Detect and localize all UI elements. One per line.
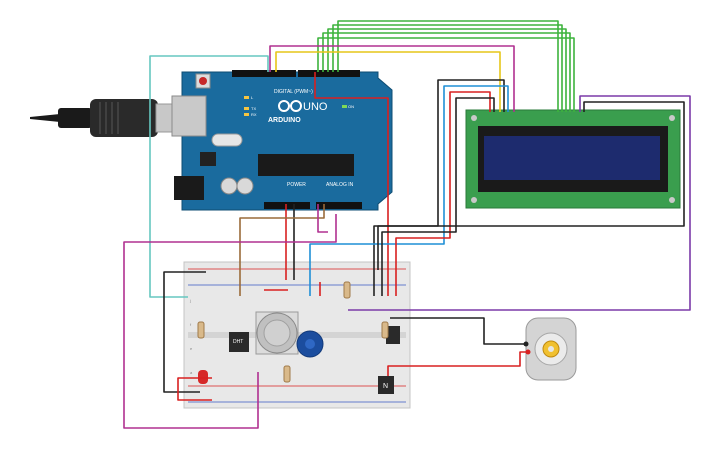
wire-red-left[interactable] xyxy=(177,377,212,401)
wire-green-1[interactable] xyxy=(317,37,575,112)
power-jack xyxy=(174,176,204,200)
atmega-chip xyxy=(258,154,354,176)
analog-header xyxy=(316,202,362,209)
tx-label: TX xyxy=(251,106,256,111)
row-letter-j: j xyxy=(189,298,191,303)
red-led[interactable] xyxy=(198,370,208,384)
arduino-model: UNO xyxy=(303,101,328,113)
wire-red-digital[interactable] xyxy=(314,72,389,296)
lcd-module[interactable] xyxy=(465,109,681,209)
wire-black-lcd-2[interactable] xyxy=(381,97,495,296)
resistor-1[interactable] xyxy=(197,321,205,339)
voltage-regulator xyxy=(200,152,216,166)
gas-sensor[interactable] xyxy=(255,311,299,355)
row-letter-f: f xyxy=(190,322,192,327)
led-tx xyxy=(244,107,249,110)
resistor-3[interactable] xyxy=(343,281,351,299)
transistor[interactable]: N xyxy=(378,376,394,394)
arduino-logo xyxy=(278,100,302,112)
usb-jack xyxy=(171,95,207,137)
wire-green-3[interactable] xyxy=(327,28,567,112)
wire-green-4[interactable] xyxy=(332,24,563,112)
dht-sensor[interactable]: DHT xyxy=(229,332,249,352)
led-l-label: L xyxy=(251,95,254,100)
row-letter-a: a xyxy=(190,370,193,375)
dht-label: DHT xyxy=(233,339,243,345)
reset-button-cap xyxy=(199,77,207,85)
analog-label: ANALOG IN xyxy=(326,182,354,188)
resistor-2[interactable] xyxy=(283,365,291,383)
wire-brown-analog[interactable] xyxy=(239,204,325,296)
led-rx xyxy=(244,113,249,116)
digital-header-left xyxy=(232,70,296,77)
lcd-screen xyxy=(484,136,660,180)
rx-label: RX xyxy=(251,112,257,117)
dc-motor[interactable] xyxy=(525,317,577,381)
wire-red-lcd[interactable] xyxy=(395,91,491,296)
resistor-4[interactable] xyxy=(381,321,389,339)
wire-cyan[interactable] xyxy=(149,55,269,298)
wire-magenta-loop[interactable] xyxy=(123,214,337,429)
wire-black-left[interactable] xyxy=(163,271,206,393)
resistors xyxy=(197,281,389,383)
led-on xyxy=(342,105,347,108)
wire-blue-lcd[interactable] xyxy=(309,85,509,296)
wire-magenta-top[interactable] xyxy=(269,45,515,112)
capacitor-1 xyxy=(220,177,238,195)
wire-yellow[interactable] xyxy=(275,51,501,112)
wires xyxy=(123,20,691,429)
wire-endpoints xyxy=(523,341,531,355)
usb-cable xyxy=(30,99,177,137)
arduino-brand: ARDUINO xyxy=(268,117,301,124)
crystal xyxy=(211,133,243,147)
digital-label: DIGITAL (PWM~) xyxy=(274,89,313,95)
arduino-uno-board[interactable]: DIGITAL (PWM~) ARDUINO UNO L TX RX ON PO… xyxy=(171,70,393,211)
wire-red-motor[interactable] xyxy=(387,351,528,376)
led-l xyxy=(244,96,249,99)
power-label: POWER xyxy=(287,182,306,188)
power-header xyxy=(264,202,310,209)
wire-black-motor[interactable] xyxy=(390,317,526,345)
diode[interactable] xyxy=(386,326,400,344)
row-letter-e: e xyxy=(190,346,193,351)
wire-black-lcd-3[interactable] xyxy=(377,101,685,270)
potentiometer[interactable] xyxy=(296,330,324,358)
transistor-label: N xyxy=(383,383,388,390)
capacitor-2 xyxy=(236,177,254,195)
digital-header-right xyxy=(298,70,360,77)
wire-magenta-analog[interactable] xyxy=(317,204,328,233)
wire-purple-lcd[interactable] xyxy=(348,95,691,311)
on-label: ON xyxy=(348,104,354,109)
